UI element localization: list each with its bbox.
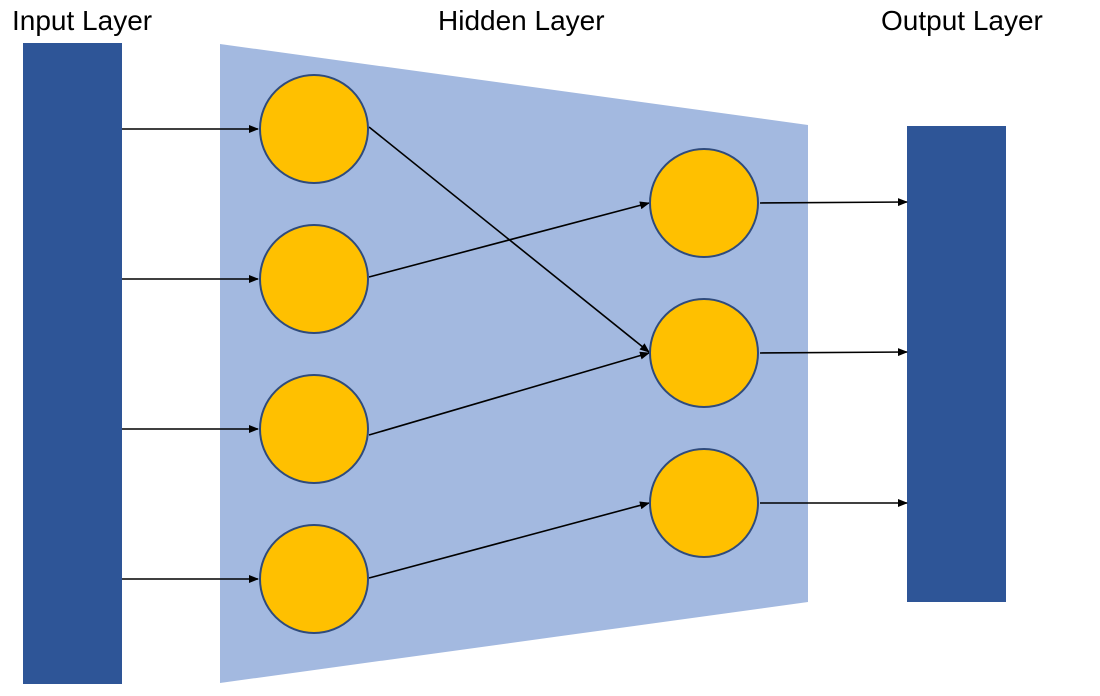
arrow-h1-4-to-h2-3 [368, 501, 650, 579]
arrow-h2-1-to-output [759, 198, 908, 207]
hidden-layer-title: Hidden Layer [438, 5, 605, 36]
arrow-h2-2-to-output [759, 348, 908, 357]
hidden-connections [368, 126, 650, 579]
arrow-h1-3-to-h2-2 [368, 351, 650, 436]
output-connections [759, 198, 908, 507]
hidden-column-1 [259, 74, 369, 634]
input-connections [122, 125, 259, 583]
output-layer-title: Output Layer [881, 5, 1043, 36]
output-layer-bar [907, 126, 1006, 602]
input-layer-title: Input Layer [12, 5, 152, 36]
hidden-node-1-3 [259, 374, 369, 484]
hidden-node-1-2 [259, 224, 369, 334]
hidden-node-2-2 [649, 298, 759, 408]
hidden-node-1-1 [259, 74, 369, 184]
hidden-node-2-3 [649, 448, 759, 558]
input-layer-bar [23, 43, 122, 684]
hidden-node-1-4 [259, 524, 369, 634]
hidden-node-2-1 [649, 148, 759, 258]
arrow-h1-2-to-h2-1 [368, 201, 650, 278]
hidden-column-2 [649, 148, 759, 558]
